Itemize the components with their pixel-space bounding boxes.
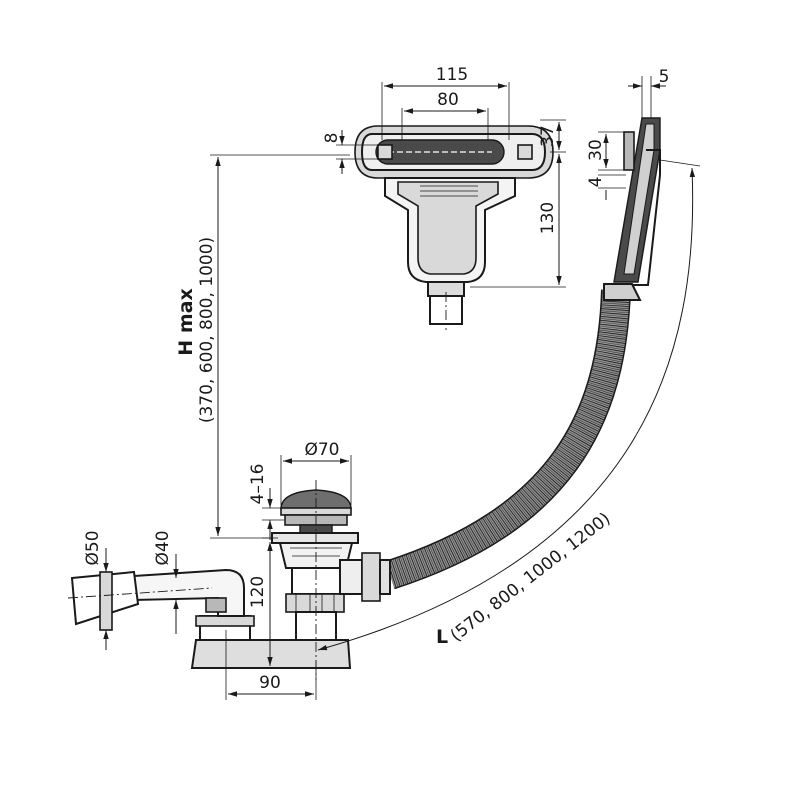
overflow-head: [354, 125, 554, 330]
dim-80-label: 80: [437, 90, 459, 110]
dim-4-label: 4: [586, 177, 606, 188]
dim-d50-label: Ø50: [83, 530, 103, 565]
h-max-label: H max: [175, 288, 197, 355]
dim-90-label: 90: [259, 673, 281, 693]
dim-d40: Ø40: [153, 530, 179, 634]
dim-4-16: 4–16: [248, 464, 284, 540]
dim-8-label: 8: [322, 133, 342, 144]
dim-d40-label: Ø40: [153, 530, 173, 565]
dim-d50: Ø50: [83, 530, 109, 650]
dim-120-label: 120: [248, 576, 268, 608]
dim-130-label: 130: [538, 202, 558, 234]
h-max-values: (370, 600, 800, 1000): [197, 237, 217, 423]
dim-80: 80: [401, 90, 489, 140]
l-label: L: [436, 626, 448, 648]
dim-4: 4: [586, 174, 626, 200]
dim-90: 90: [225, 630, 317, 700]
dim-5: 5: [628, 67, 669, 118]
dim-37-label: 37: [538, 125, 558, 147]
dim-h-max: H max (370, 600, 800, 1000): [175, 154, 350, 539]
dim-4-16-label: 4–16: [248, 464, 268, 505]
dim-120: 120: [248, 537, 278, 669]
overflow-side-view: [613, 117, 661, 286]
dim-37: 37: [538, 119, 566, 153]
waste-trap: [67, 480, 391, 680]
dim-d70-label: Ø70: [304, 440, 339, 460]
dim-115: 115: [381, 65, 510, 140]
dim-5-label: 5: [659, 67, 670, 87]
dim-30: 30: [586, 131, 626, 171]
dim-115-label: 115: [436, 65, 468, 85]
dim-30-label: 30: [586, 139, 606, 161]
